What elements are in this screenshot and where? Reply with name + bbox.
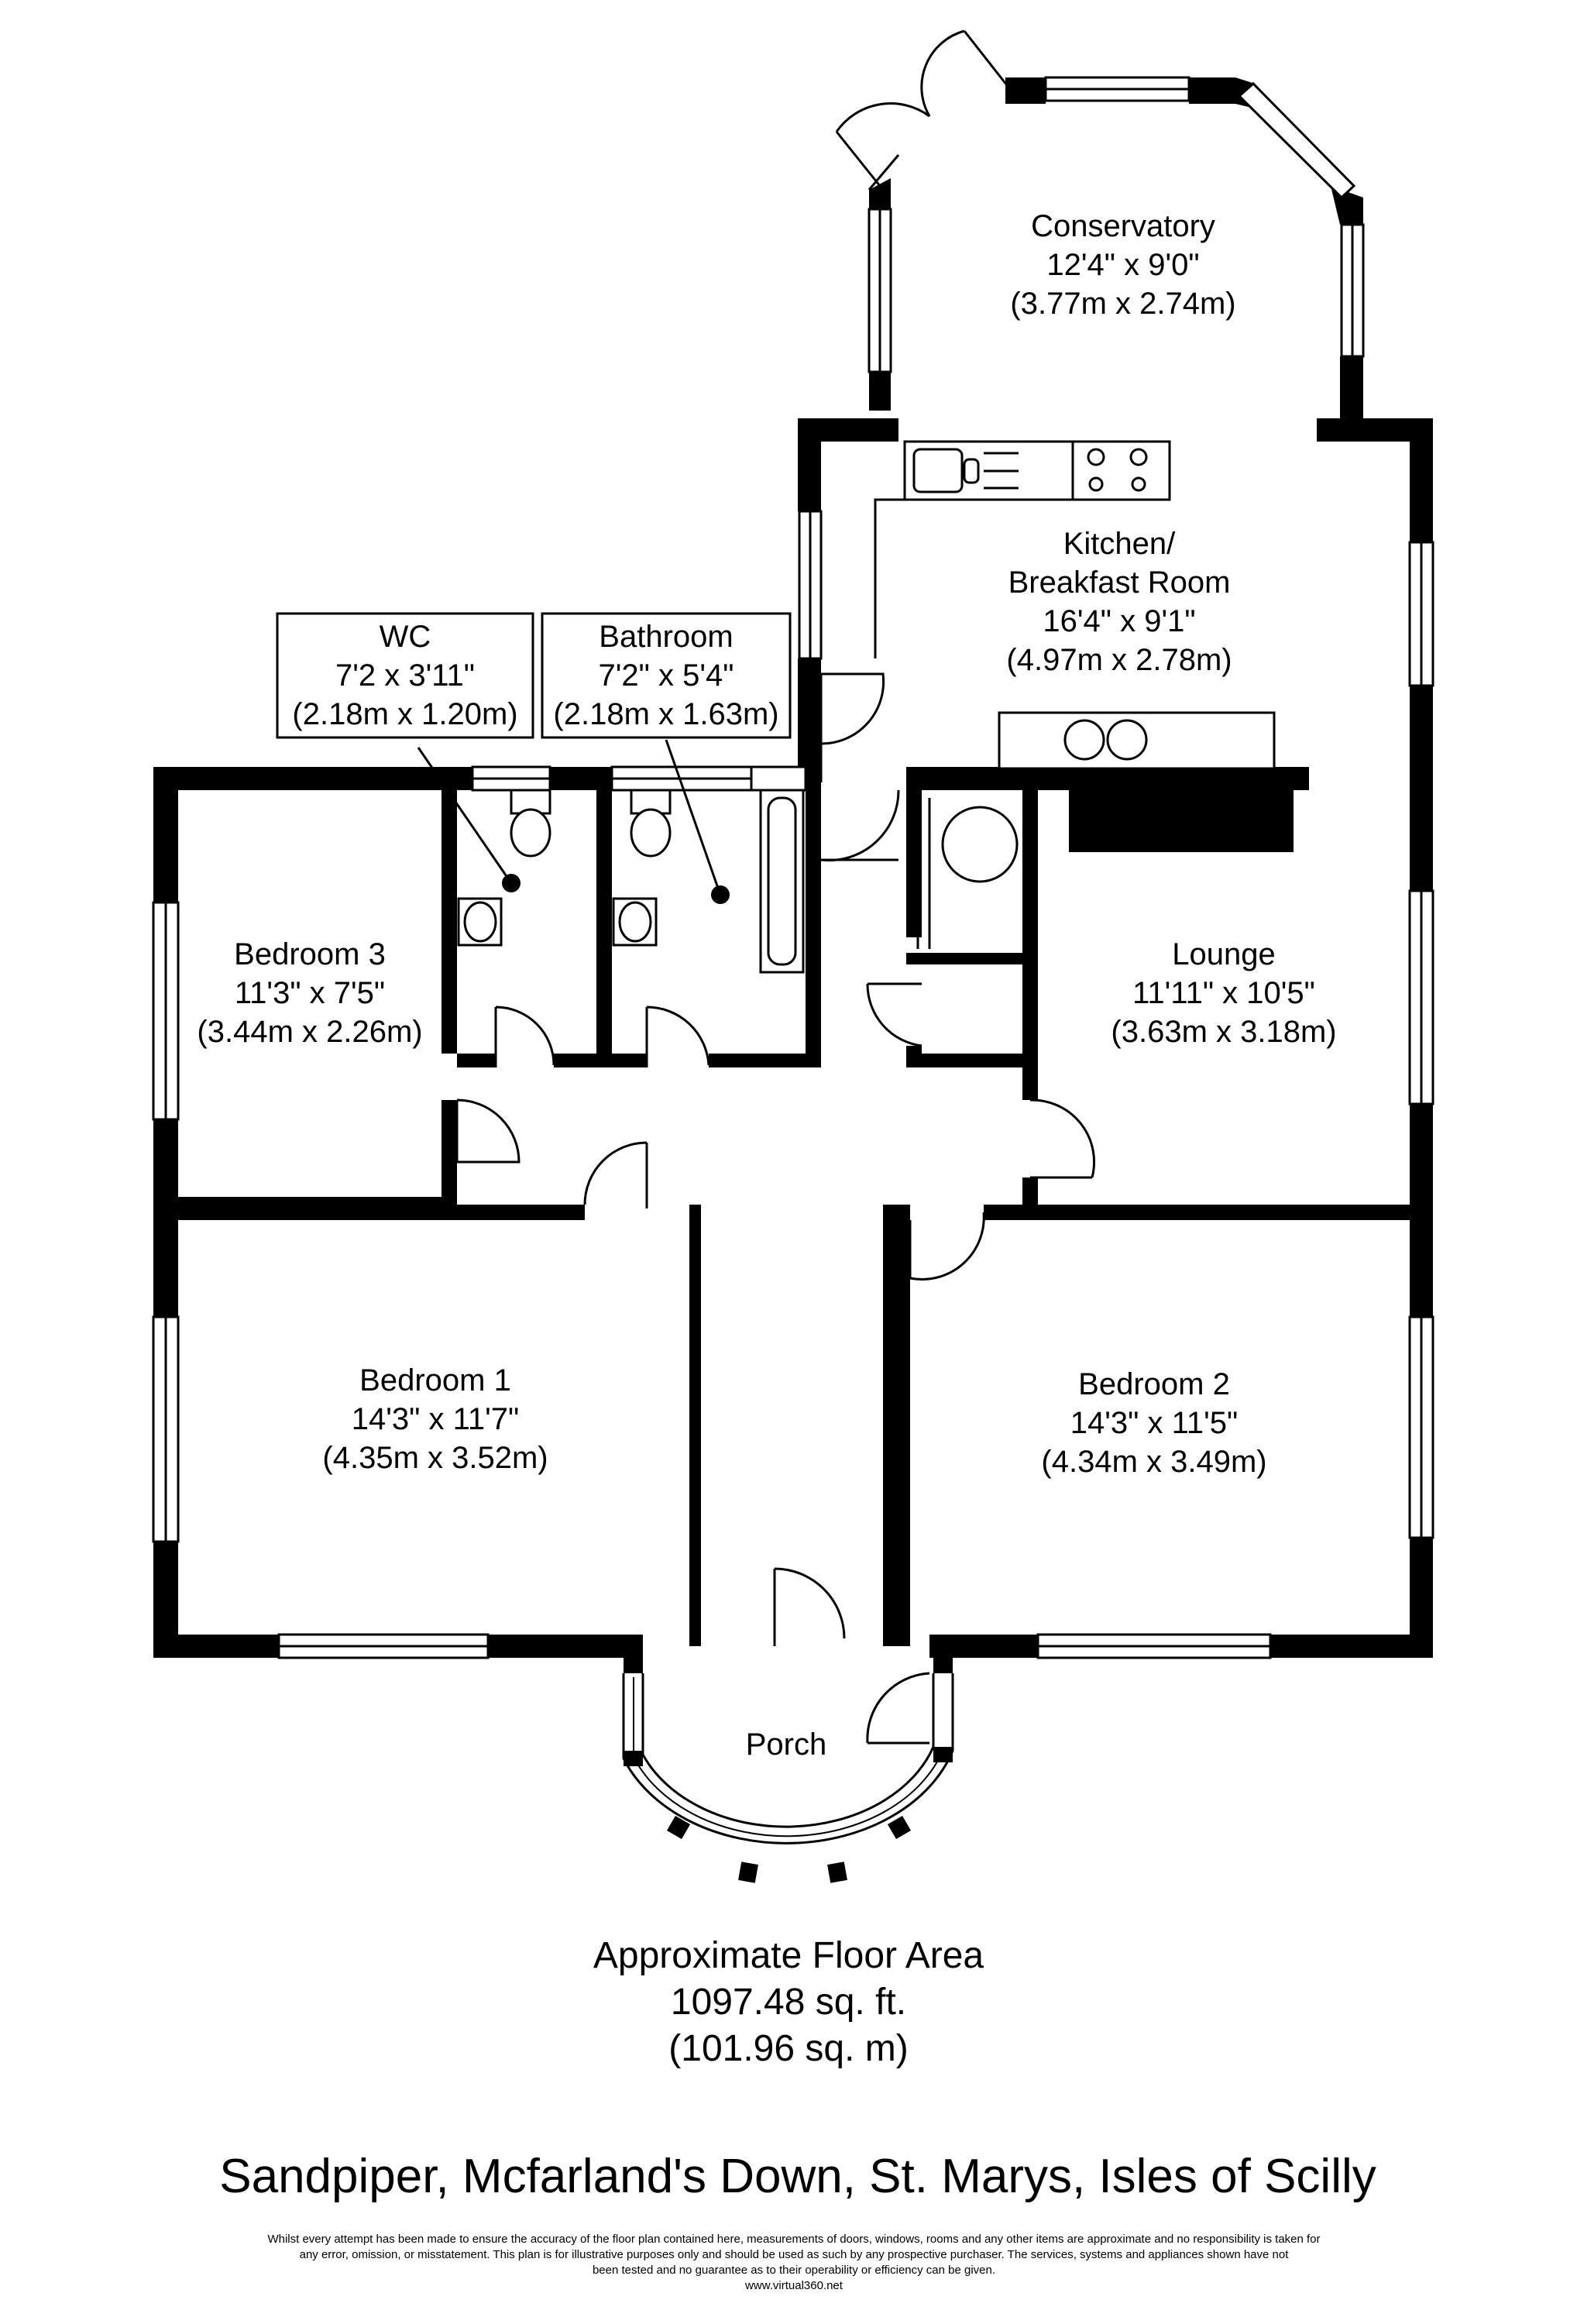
porch-bay [622,1673,954,1883]
kitchen-name-line2: Breakfast Room [1008,566,1231,600]
room-label-porch: Porch [746,1728,827,1762]
bathroom-name: Bathroom [599,620,733,654]
floor-area-title: Approximate Floor Area [593,1935,984,1976]
bathroom-label-box [541,612,792,739]
bedroom2-metric: (4.34m x 3.49m) [1041,1445,1266,1479]
conservatory-imperial: 12'4" x 9'0" [1046,248,1199,282]
property-address: Sandpiper, Mcfarland's Down, St. Marys, … [219,2150,1376,2203]
interior-walls [178,767,1433,1646]
bathroom-fixtures [417,739,805,974]
floor-area-summary: Approximate Floor Area 1097.48 sq. ft. (… [593,1935,984,2069]
wc-metric: (2.18m x 1.20m) [292,697,517,731]
room-label-lounge: Lounge 11'11" x 10'5" (3.63m x 3.18m) [1111,937,1336,1049]
room-label-conservatory: Conservatory 12'4" x 9'0" (3.77m x 2.74m… [1010,209,1235,321]
conservatory-metric: (3.77m x 2.74m) [1010,287,1235,321]
bedroom3-metric: (3.44m x 2.26m) [197,1015,422,1049]
kitchen-metric: (4.97m x 2.78m) [1006,643,1232,677]
wc-label-box [276,612,534,739]
bedroom1-name: Bedroom 1 [359,1363,511,1397]
doors [455,29,1096,1745]
disclaimer-line-3: been tested and no guarantee as to their… [593,2264,995,2277]
bathroom-metric: (2.18m x 1.63m) [553,697,778,731]
disclaimer: Whilst every attempt has been made to en… [267,2233,1320,2292]
wc-name: WC [380,620,431,654]
website-link[interactable]: www.virtual360.net [744,2279,843,2292]
room-label-bathroom: Bathroom 7'2" x 5'4" (2.18m x 1.63m) [541,612,792,739]
disclaimer-line-2: any error, omission, or misstatement. Th… [300,2248,1290,2261]
room-label-bedroom2: Bedroom 2 14'3" x 11'5" (4.34m x 3.49m) [1041,1367,1266,1479]
disclaimer-line-1: Whilst every attempt has been made to en… [267,2233,1320,2246]
cupboard-boiler [916,798,1019,949]
exterior-walls [153,77,1433,1673]
floor-area-sqm: (101.96 sq. m) [668,2028,908,2069]
bathroom-imperial: 7'2" x 5'4" [599,658,734,693]
kitchen-worktop [874,440,1276,770]
bedroom2-name: Bedroom 2 [1078,1367,1230,1401]
room-label-bedroom1: Bedroom 1 14'3" x 11'7" (4.35m x 3.52m) [322,1363,548,1475]
kitchen-imperial: 16'4" x 9'1" [1043,604,1195,638]
kitchen-name-line1: Kitchen/ [1063,527,1176,561]
room-label-kitchen: Kitchen/ Breakfast Room 16'4" x 9'1" (4.… [1006,527,1232,677]
room-label-bedroom3: Bedroom 3 11'3" x 7'5" (3.44m x 2.26m) [197,937,422,1049]
room-label-wc: WC 7'2 x 3'11" (2.18m x 1.20m) [276,612,534,739]
bedroom3-name: Bedroom 3 [234,937,386,971]
lounge-metric: (3.63m x 3.18m) [1111,1015,1336,1049]
lounge-imperial: 11'11" x 10'5" [1132,976,1315,1010]
bedroom1-metric: (4.35m x 3.52m) [322,1441,548,1475]
porch-name: Porch [746,1728,827,1762]
conservatory-name: Conservatory [1031,209,1215,243]
floor-area-sqft: 1097.48 sq. ft. [671,1982,906,2023]
windows [152,76,1434,1659]
bedroom3-imperial: 11'3" x 7'5" [235,976,385,1010]
bedroom1-imperial: 14'3" x 11'7" [352,1402,519,1436]
lounge-name: Lounge [1172,937,1275,971]
bedroom2-imperial: 14'3" x 11'5" [1070,1406,1238,1440]
wc-imperial: 7'2 x 3'11" [335,658,475,693]
